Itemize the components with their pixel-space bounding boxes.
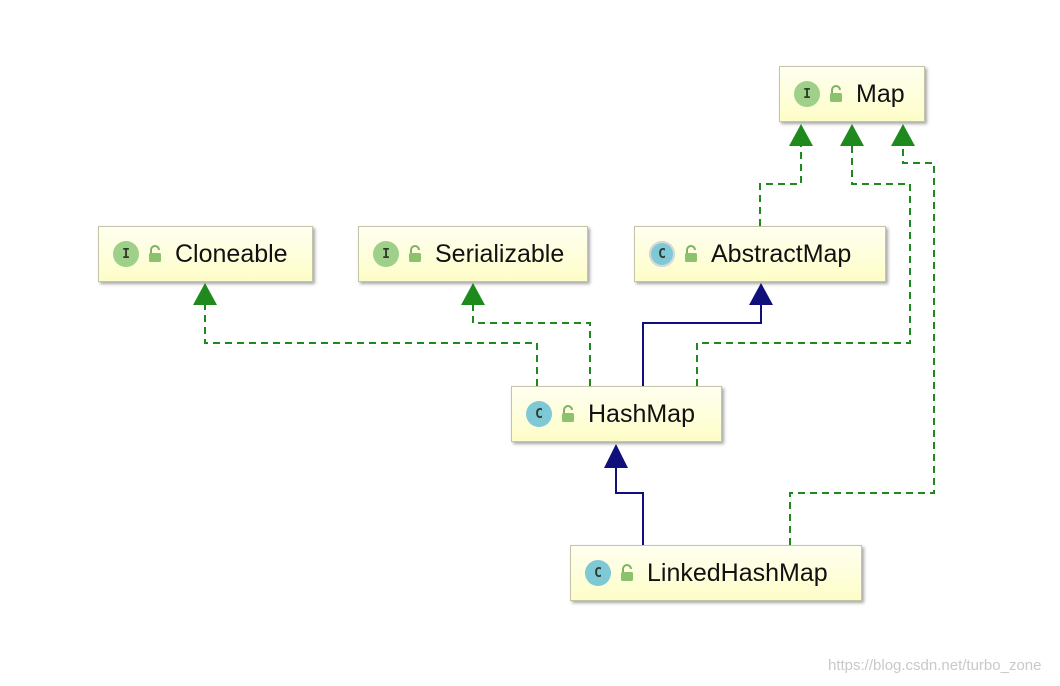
arrowhead-hashmap xyxy=(604,444,628,468)
arrowhead-serializable xyxy=(461,283,485,305)
abstract-class-icon: C xyxy=(649,241,675,267)
arrowhead-abstractmap xyxy=(749,283,773,305)
interface-icon: I xyxy=(794,81,820,107)
node-label-linkedhashmap: LinkedHashMap xyxy=(647,558,828,587)
unlocked-padlock-icon xyxy=(149,245,161,262)
unlocked-padlock-icon xyxy=(562,405,574,422)
node-label-hashmap: HashMap xyxy=(588,399,695,428)
node-label-map: Map xyxy=(856,79,905,108)
unlocked-padlock-icon xyxy=(685,245,697,262)
class-icon: C xyxy=(526,401,552,427)
edge-linkedhashmap-extends-hashmap xyxy=(615,467,644,545)
node-label-cloneable: Cloneable xyxy=(175,239,288,268)
node-label-abstractmap: AbstractMap xyxy=(711,239,852,268)
node-hashmap[interactable]: C HashMap xyxy=(511,386,722,442)
node-linkedhashmap[interactable]: C LinkedHashMap xyxy=(570,545,862,601)
class-icon: C xyxy=(585,560,611,586)
interface-icon: I xyxy=(113,241,139,267)
node-abstractmap[interactable]: C AbstractMap xyxy=(634,226,886,282)
node-map[interactable]: I Map xyxy=(779,66,925,122)
node-serializable[interactable]: I Serializable xyxy=(358,226,588,282)
unlocked-padlock-icon xyxy=(409,245,421,262)
arrowhead-map-1 xyxy=(789,124,813,146)
arrowhead-map-2 xyxy=(840,124,864,146)
edge-hashmap-implements-serializable xyxy=(472,303,591,386)
unlocked-padlock-icon xyxy=(830,85,842,102)
watermark: https://blog.csdn.net/turbo_zone xyxy=(828,657,1042,674)
interface-icon: I xyxy=(373,241,399,267)
node-cloneable[interactable]: I Cloneable xyxy=(98,226,313,282)
arrowhead-cloneable xyxy=(193,283,217,305)
node-label-serializable: Serializable xyxy=(435,239,565,268)
edge-hashmap-implements-cloneable xyxy=(204,303,538,386)
arrowhead-map-3 xyxy=(891,124,915,146)
edge-linkedhashmap-implements-map xyxy=(789,144,935,545)
edge-hashmap-extends-abstractmap xyxy=(642,303,762,386)
edge-abstractmap-implements-map xyxy=(759,144,802,226)
unlocked-padlock-icon xyxy=(621,564,633,581)
